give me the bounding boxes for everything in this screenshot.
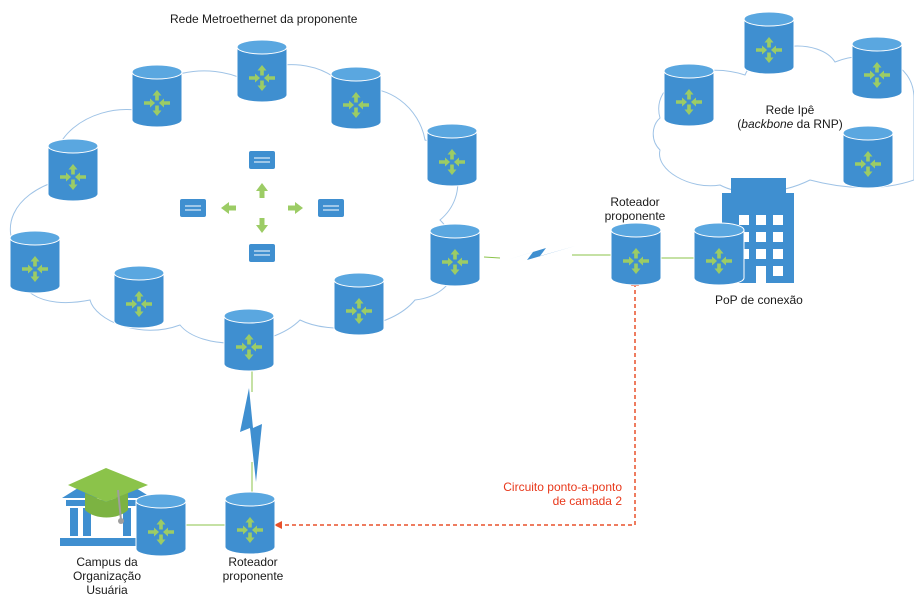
arrow-down-icon [256, 218, 268, 233]
router-icon [224, 309, 274, 371]
pop-label: PoP de conexão [715, 293, 803, 307]
router-icon [10, 231, 60, 293]
router-icon [664, 64, 714, 126]
router-icon [852, 37, 902, 99]
router-top-label: Roteador proponente [604, 195, 666, 223]
ipe-title: Rede Ipê [765, 103, 815, 117]
router-icon [136, 494, 186, 556]
router-icon [843, 126, 893, 188]
switch-icon [179, 198, 207, 218]
router-bottom-label: Roteador proponente [222, 555, 284, 583]
switch-icon [248, 150, 276, 170]
router-icon [744, 12, 794, 74]
router-icon [114, 266, 164, 328]
lightning-icon [500, 246, 575, 262]
router-icon [611, 223, 661, 285]
circuit-label: Circuito ponto-a-ponto de camada 2 [503, 480, 622, 508]
ipe-cloud [652, 45, 914, 193]
arrow-left-icon [221, 202, 236, 214]
ipe-subtitle: (backbone da RNP) [737, 117, 843, 131]
router-icon [694, 223, 744, 285]
router-icon [237, 40, 287, 102]
ipe-backbone-word: backbone [741, 117, 794, 131]
lightning-icon [240, 388, 262, 482]
switch-icon [248, 243, 276, 263]
router-icon [132, 65, 182, 127]
router-icon [430, 224, 480, 286]
router-icon [48, 139, 98, 201]
router-icon [334, 273, 384, 335]
link-metro-router [483, 256, 501, 259]
campus-icon [60, 468, 154, 546]
router-icon [427, 124, 477, 186]
ipe-network-label: Rede Ipê (backbone da RNP) [730, 103, 850, 131]
circuit-arrowhead-left [274, 521, 282, 529]
arrow-up-icon [256, 183, 268, 198]
metro-cloud [10, 64, 459, 344]
campus-label: Campus da Organização Usuária [72, 555, 142, 597]
router-icon [225, 492, 275, 554]
router-icon [331, 67, 381, 129]
switch-icon [317, 198, 345, 218]
circuit-line [280, 283, 636, 526]
arrow-right-icon [288, 202, 303, 214]
metro-network-title: Rede Metroethernet da proponente [170, 12, 358, 26]
